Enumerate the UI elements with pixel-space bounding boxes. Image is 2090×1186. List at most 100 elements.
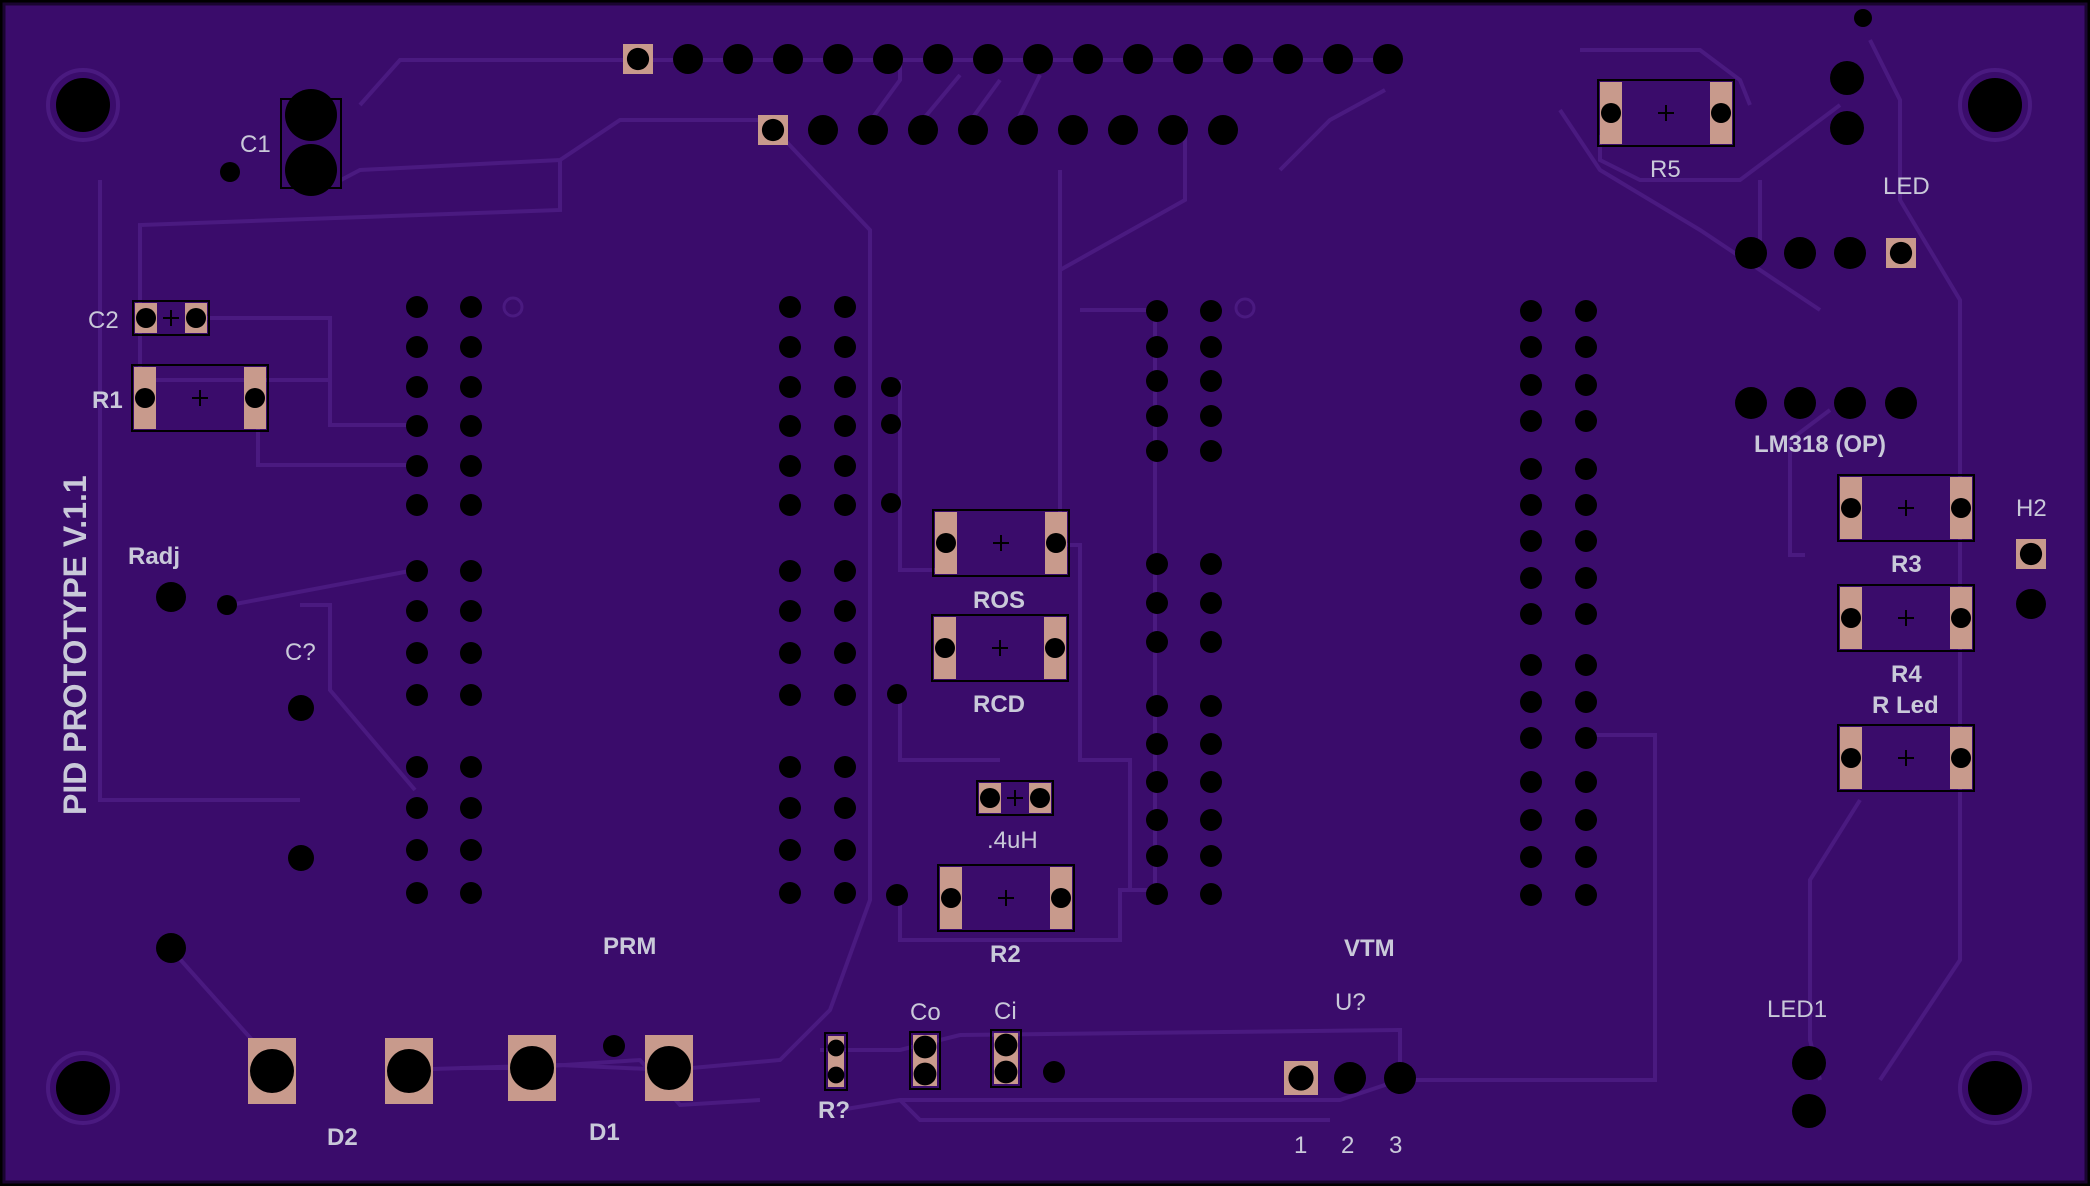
trace [898, 690, 1000, 762]
socket-prm-left-pin [460, 756, 482, 778]
socket-lm318-pin [1520, 654, 1542, 676]
pad-hole [1792, 1094, 1826, 1128]
socket-prm-left-pin [460, 376, 482, 398]
pad-hole [1784, 237, 1816, 269]
label-prm: PRM [603, 933, 656, 960]
socket-prm-left-pin [406, 756, 428, 778]
socket-lm318-pin [1575, 336, 1597, 358]
socket-prm-right-pin [834, 415, 856, 437]
socket-prm-right-pin [779, 756, 801, 778]
socket-vtm-left-pin [1200, 771, 1222, 793]
header-pin-hole [1273, 44, 1303, 74]
diode-d1-pad-hole [510, 1046, 554, 1090]
trace [1868, 39, 1962, 1082]
resistor-r4-outline [1837, 584, 1975, 652]
socket-prm-right-pin [834, 797, 856, 819]
header-pin-hole [1223, 44, 1253, 74]
socket-vtm-left-pin [1200, 440, 1222, 462]
label-d1: D1 [589, 1119, 620, 1146]
socket-lm318-pin [1520, 846, 1542, 868]
pad-hole [603, 1035, 625, 1057]
socket-lm318-pin [1520, 374, 1542, 396]
socket-lm318-pin [1575, 300, 1597, 322]
socket-vtm-left-pin [1146, 370, 1168, 392]
header-pin-hole [923, 44, 953, 74]
smd-components [131, 79, 1975, 1104]
diode-d2-pad-hole [387, 1049, 431, 1093]
capacitor-ci-hole [994, 1060, 1018, 1084]
trace [460, 1057, 761, 1108]
pad-hole [220, 162, 240, 182]
socket-vtm-left-pin [1200, 883, 1222, 905]
pad-hole [288, 845, 314, 871]
resistor-ros-outline [932, 509, 1070, 577]
diode-d2-pad-hole [250, 1049, 294, 1093]
pad-hole [881, 493, 901, 513]
mounting-hole [1968, 1061, 2022, 1115]
pin1-marker [1234, 297, 1256, 319]
socket-lm318-pin [1520, 603, 1542, 625]
header-pin-hole [1123, 44, 1153, 74]
header-pin-hole [723, 44, 753, 74]
resistor-r3-hole [1841, 498, 1861, 518]
capacitor-ci-outline [990, 1029, 1022, 1088]
socket-lm318-pin [1520, 809, 1542, 831]
header2-pin-hole [1158, 115, 1188, 145]
socket-lm318-pin [1520, 771, 1542, 793]
header-pin-hole [873, 44, 903, 74]
resistor-r2-hole [941, 888, 961, 908]
socket-prm-left-pin [406, 684, 428, 706]
header2-pin-hole [1008, 115, 1038, 145]
socket-prm-left-pin [460, 415, 482, 437]
socket-prm-left-pin [406, 560, 428, 582]
socket-vtm-left-pin [1200, 370, 1222, 392]
pad-hole [1735, 237, 1767, 269]
pad-hole [1885, 387, 1917, 419]
pad-hole [1735, 387, 1767, 419]
socket-prm-right-pin [779, 560, 801, 582]
header-pin-hole [1023, 44, 1053, 74]
resistor-ros-hole [936, 533, 956, 553]
ic-sockets [406, 296, 1597, 906]
trace [1278, 88, 1386, 172]
socket-vtm-left-pin [1200, 631, 1222, 653]
socket-prm-right-pin [834, 756, 856, 778]
socket-prm-right-pin [779, 296, 801, 318]
resistor-r2 [937, 864, 1075, 932]
socket-lm318-pin [1520, 336, 1542, 358]
socket-vtm-left-pin [1200, 300, 1222, 322]
inductor-04uh [976, 780, 1054, 816]
label-r3: R3 [1891, 551, 1922, 578]
socket-vtm-left-pin [1200, 845, 1222, 867]
diode-d1-pad-hole [647, 1046, 691, 1090]
trace [205, 316, 332, 425]
led-pin-1 [1889, 241, 1913, 265]
socket-lm318-pin [1575, 603, 1597, 625]
mounting-holes [46, 68, 2032, 1125]
trace [898, 1098, 1330, 1122]
label-ci: Ci [994, 998, 1017, 1025]
resistor-rcd [931, 614, 1069, 682]
socket-prm-right-pin [834, 455, 856, 477]
pad-hole [1334, 1062, 1366, 1094]
header-pin-hole [673, 44, 703, 74]
pad-hole [1854, 9, 1872, 27]
resistor-r3-outline [1837, 474, 1975, 542]
socket-prm-left-pin [406, 296, 428, 318]
pad-hole [1834, 387, 1866, 419]
resistor-r4-center-mark [1898, 610, 1914, 626]
label-c-unknown: C? [285, 639, 316, 666]
socket-prm-right-pin [834, 882, 856, 904]
socket-prm-left-pin [460, 600, 482, 622]
socket-lm318-pin [1575, 530, 1597, 552]
label-led: LED [1883, 173, 1930, 200]
label-ros: ROS [973, 587, 1025, 614]
resistor-r-unknown-hole [827, 1039, 845, 1057]
resistor-r3-center-mark [1898, 500, 1914, 516]
resistor-r5-hole [1601, 103, 1621, 123]
pad-hole [886, 884, 908, 906]
pad-hole [217, 595, 237, 615]
socket-vtm-left-pin [1146, 631, 1168, 653]
trace [300, 603, 417, 792]
resistor-r4 [1837, 584, 1975, 652]
